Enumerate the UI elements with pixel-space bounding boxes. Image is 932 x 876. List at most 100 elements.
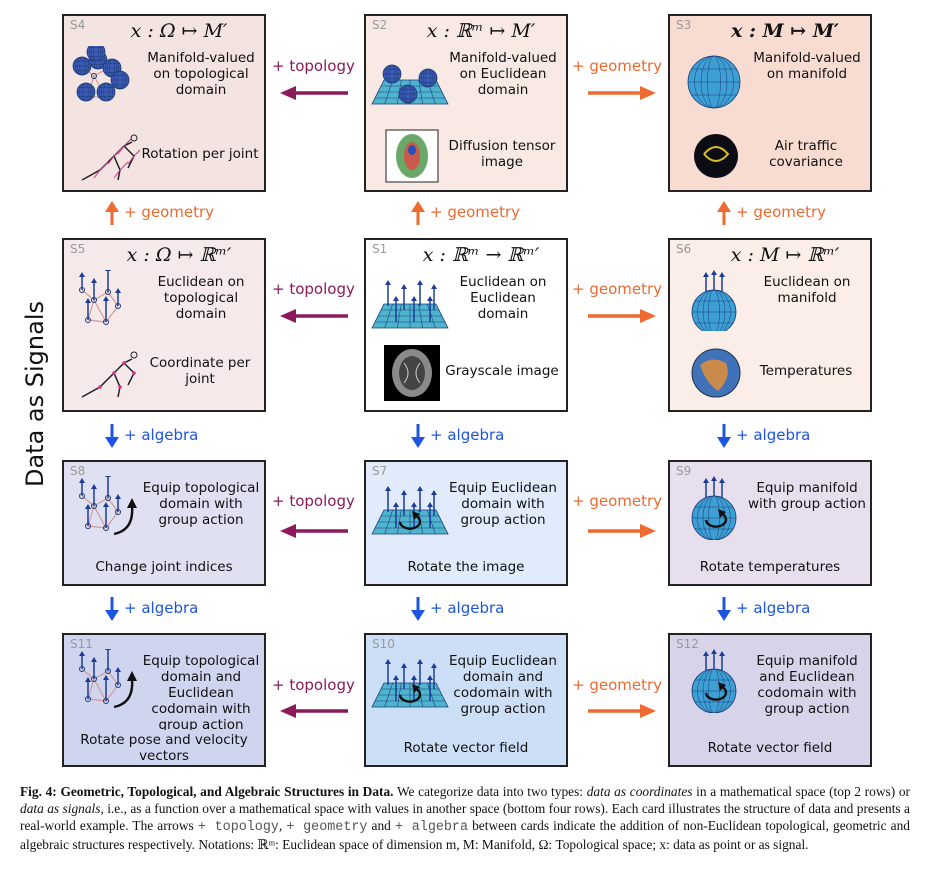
card-example-text: Rotate vector field [707,739,833,756]
card-example: Rotation per joint [64,117,264,190]
card-example-text: Rotate the image [407,559,525,575]
card-formula: x : ℝᵐ → ℝᵐ′ [422,244,540,266]
plane-vectors-icon [370,270,450,334]
arrow-down-icon [411,424,425,448]
card-example: Rotate vector field [670,730,870,765]
algebra-label: + algebra [430,599,505,617]
topology-label: + topology [272,57,355,75]
sphere-vectors-rot-icon [674,476,754,541]
card-s6: S6 x : M ↦ ℝᵐ′ Euclidean on manifold Tem… [668,238,872,412]
card-example: Grayscale image [366,331,566,410]
card-example: Diffusion tensor image [366,117,566,190]
caption-emph: data as signals [20,801,101,816]
caption-text: , [278,818,287,833]
card-s10: S10 Equip Euclidean domain and codomain … [364,633,568,767]
card-description: Euclidean on manifold [763,274,851,306]
card-s2: S2 x : ℝᵐ ↦ M′ Manifold-valued on Euclid… [364,14,568,192]
caption-code: + algebra [394,820,468,835]
card-example: Air traffic covariance [670,117,870,190]
card-example: Change joint indices [64,550,264,584]
geometry-label: + geometry [572,57,663,75]
algebra-label: + algebra [124,426,199,444]
arrow-down-icon [717,424,731,448]
earth-image [686,343,742,399]
caption: Fig. 4: Geometric, Topological, and Alge… [20,783,910,853]
caption-title: Fig. 4: Geometric, Topological, and Alge… [20,784,394,799]
caption-text: , i.e., as a function over a mathematica… [20,801,910,833]
card-id: S10 [372,637,395,651]
card-s9: S9 Equip manifold with group action Rota… [668,460,872,586]
card-example: Coordinate per joint [64,331,264,410]
arrow-right-icon [588,309,656,323]
card-description: Equip topological domain with group acti… [142,480,260,528]
card-example-text: Air traffic covariance [769,137,843,170]
geometry-label: + geometry [572,280,663,298]
arrow-up-icon [105,201,119,225]
geometry-label: + geometry [572,676,663,694]
card-id: S12 [676,637,699,651]
card-description: Equip manifold and Euclidean codomain wi… [756,653,858,717]
sphere-vectors-rot2-icon [674,649,754,714]
card-example-text: Temperatures [759,362,853,379]
arrow-right-icon [588,86,656,100]
sphere-vectors-icon [674,270,754,335]
arrow-up-icon [411,201,425,225]
card-structure: S4 x : Ω ↦ M′ Manifold-valued on topolog… [64,16,264,119]
card-structure: S11 Equip topological domain and Euclide… [64,635,264,733]
arrow-right-icon [588,524,656,538]
graph-vectors-icon [68,266,148,334]
card-id: S7 [372,464,388,478]
caption-text: in a mathematical space (top 2 rows) or [692,784,910,799]
card-description: Manifold-valued on Euclidean domain [449,50,557,98]
algebra-label: + algebra [736,599,811,617]
arrow-down-icon [411,597,425,621]
card-description: Equip topological domain and Euclidean c… [142,653,260,733]
card-structure: S8 Equip topological domain with group a… [64,462,264,552]
card-s1: S1 x : ℝᵐ → ℝᵐ′ Euclidean on Euclidean d… [364,238,568,412]
graph-vectors-rot2-icon [68,645,148,713]
sphere-grid-icon [674,46,754,110]
card-description: Euclidean on topological domain [157,274,245,322]
card-formula: x : Ω ↦ ℝᵐ′ [126,244,232,266]
card-example-text: Rotate pose and velocity vectors [80,731,248,764]
arrow-down-icon [105,424,119,448]
geometry-label: + geometry [430,203,521,221]
side-label: Data as Signals [21,301,49,487]
card-s11: S11 Equip topological domain and Euclide… [62,633,266,767]
algebra-label: + algebra [124,599,199,617]
card-s12: S12 Equip manifold and Euclidean codomai… [668,633,872,767]
geometry-label: + geometry [124,203,215,221]
graph-spheres-icon [68,42,148,110]
arrow-left-icon [280,309,348,323]
grayscale-brain-image [382,343,440,401]
topology-label: + topology [272,280,355,298]
card-formula: x : ℝᵐ ↦ M′ [426,20,536,42]
card-structure: S6 x : M ↦ ℝᵐ′ Euclidean on manifold [670,240,870,335]
topology-label: + topology [272,676,355,694]
card-description: Manifold-valued on manifold [753,50,861,82]
algebra-label: + algebra [736,426,811,444]
card-formula: x : M ↦ M′ [731,20,839,42]
card-description: Equip Euclidean domain with group action [449,480,557,528]
card-structure: S7 Equip Euclidean domain with group act… [366,462,566,552]
geometry-label: + geometry [736,203,827,221]
caption-text: We categorize data into two types: [393,784,587,799]
card-example-text: Rotate vector field [403,739,529,756]
arrow-left-icon [280,524,348,538]
arrow-left-icon [280,704,348,718]
card-structure: S5 x : Ω ↦ ℝᵐ′ Euclidean on topological … [64,240,264,335]
card-id: S11 [70,637,93,651]
topology-label: + topology [272,492,355,510]
card-structure: S2 x : ℝᵐ ↦ M′ Manifold-valued on Euclid… [366,16,566,119]
caption-text: and [367,818,395,833]
card-example: Rotate vector field [366,730,566,765]
card-example: Rotate temperatures [670,550,870,584]
card-description: Manifold-valued on topological domain [147,50,255,98]
card-example-text: Coordinate per joint [149,354,251,387]
card-example-text: Rotation per joint [141,145,259,162]
plane-spheres-icon [370,46,450,110]
card-example: Rotate the image [366,550,566,584]
card-structure: S1 x : ℝᵐ → ℝᵐ′ Euclidean on Euclidean d… [366,240,566,335]
card-example: Rotate pose and velocity vectors [64,730,264,765]
